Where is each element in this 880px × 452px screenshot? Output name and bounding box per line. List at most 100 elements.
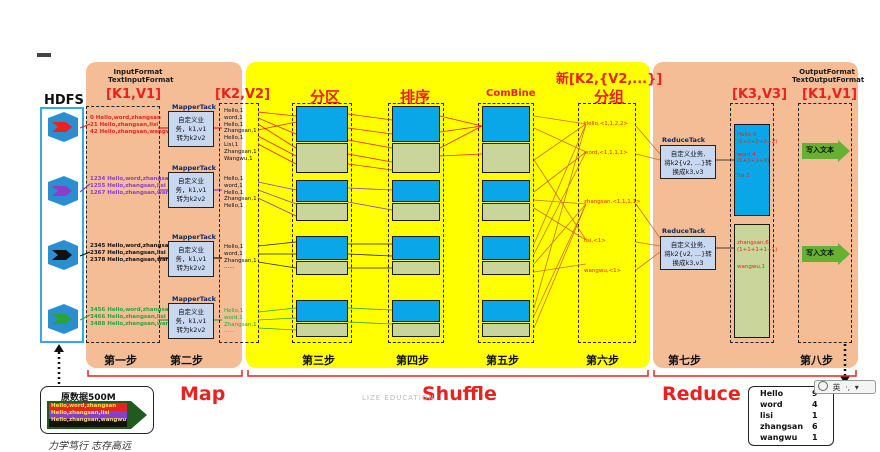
reduce-line: lisi,1 [737,173,750,180]
partition-column [292,103,352,343]
k1v1-output-label: [K1,V1] [802,87,858,102]
result-count: 6 [812,422,818,431]
partition-box-blue-4 [296,300,348,322]
reduce-line: wangwu,1 [737,263,766,270]
k2-line: Hello,1 [224,121,244,128]
input-line: 2367 Hello,zhangsan,lisi [90,249,166,256]
input-line: 0 Hello,word,zhangsan [90,115,161,121]
hdfs-label: HDFS [44,93,84,108]
k2-line: Lisi,1 [224,141,239,148]
hdfs-block-icon-1 [48,112,78,142]
mapper-desc: 务，k1,v1 [175,186,207,194]
mapper-title-4: MapperTack [172,295,216,303]
combine-box-blue-4 [482,300,530,322]
partition-box-blue-3 [296,236,348,260]
ime-logo-icon [818,381,828,391]
mapper-title-3: MapperTack [172,233,216,241]
input-format-line1: InputFormat [113,68,163,76]
mapper-desc: 务，k1,v1 [175,317,207,325]
reducer-task-2[interactable]: 自定义业务,将k2{v2, ...}转换成k3,v3 [660,236,716,270]
reduce-lines-2: zhangsan,6 (1+1+1+1+1) wangwu,1 [737,240,777,270]
input-line: 42 Hello,zhangsan,wangwu [90,128,175,135]
legend-to-hdfs-arrow [54,344,64,386]
sort-label: 排序 [400,88,431,106]
k2-line: word,1 [224,314,243,321]
hdfs-panel [40,107,84,343]
combine-box-olive-4 [482,323,530,337]
k2-line: Hello,1 [224,176,244,182]
hdfs-block-icon-3 [48,240,78,270]
mapper-desc: 务，k1,v1 [175,125,207,133]
input-line: 1267 Hello,zhangsan,wangwu [90,189,183,196]
k2-line: Zhangsan,1 [224,128,257,135]
mapper-desc: 转为k2v2 [176,195,206,203]
ime-toolbar[interactable]: 英 ·, ▾ [814,380,876,394]
k2-line: ...... [224,264,235,271]
output-column [798,103,852,343]
group-label: 分组 [594,88,625,106]
ime-dropdown-icon[interactable]: ▾ [854,383,859,392]
combine-box-blue-2 [482,180,530,202]
k2v2-column [219,103,259,343]
source-line: Hello,zhangsan,wangwu [51,416,127,423]
input-line: 21 Hello,zhangsan,lisi [90,121,159,128]
k3v3-box-1 [734,124,770,216]
mapper-title-1: MapperTack [172,103,216,111]
group-line-4: lisi,<1> [584,238,606,244]
result-key: word [760,400,783,409]
input-line: 3456 Hello,word,zhangsan [90,307,173,313]
reduce-lines-1: Hello,9 (1+2+2+2+2) word,4 (1+1+1+1) lis… [737,132,777,180]
result-count: 4 [812,400,818,409]
motto: 力学笃行 志存高远 [48,441,132,452]
mapper-title-2: MapperTack [172,164,216,172]
combine-box-olive-2 [482,203,530,221]
k3v3-box-2 [734,224,770,338]
reduce-line: zhangsan,6 [737,240,769,246]
input-line: 2345 Hello,word,zhangsan [90,243,173,249]
group-line-2: word,<1,1,1,1> [584,150,628,156]
output-format-title: OutputFormat TextOutputFormat [792,68,864,84]
reduce-line: Hello,9 [737,132,757,138]
partition-box-olive-4 [296,323,348,337]
mapper-desc: 转为k2v2 [176,134,206,142]
ime-punct[interactable]: ·, [845,383,851,392]
k2-line: Zhangsan,1 [224,321,257,328]
output-format-line1: OutputFormat [799,68,855,76]
map-zone [86,62,242,368]
source-data-legend: 原数据500M Hello,word,zhangsan Hello,zhangs… [40,386,154,434]
ime-lang[interactable]: 英 [832,383,841,392]
sort-box-blue-4 [392,300,440,322]
shuffle-phase-label: Shuffle [422,383,497,405]
reducer-desc: 将k2{v2, ...}转 [664,159,712,167]
hdfs-to-input-arrows [79,123,91,321]
reducer-desc: 换成k3,v3 [672,259,704,267]
partition-box-olive-2 [296,203,348,221]
step-6-label: 第六步 [586,354,619,367]
input-lines-3: 2345 Hello,word,zhangsan 2367 Hello,zhan… [90,243,183,263]
input-lines-4: 3456 Hello,word,zhangsan 3466 Hello,zhan… [90,307,183,327]
k2v2-label: [K2,V2] [215,87,271,102]
k2-line: Hello,1 [224,108,244,114]
mapper-desc: 转为k2v2 [176,264,206,272]
hdfs-block-icon-4 [48,304,78,334]
sort-column [388,103,444,343]
k3v3-label: [K3,V3] [732,87,788,102]
source-data-arrow [47,401,147,429]
sort-box-olive-1 [392,143,440,173]
reducer-task-1[interactable]: 自定义业务,将k2{v2, ...}转换成k3,v3 [660,145,716,179]
mapper-desc: 自定义业 [178,177,204,185]
combine-box-blue-3 [482,236,530,260]
result-count: 1 [812,411,818,420]
group-line-5: wangwu,<1> [584,268,622,274]
input-split-column [86,106,160,343]
result-key: wangwu [760,433,798,442]
write-text-label: 写入文本 [806,146,834,154]
